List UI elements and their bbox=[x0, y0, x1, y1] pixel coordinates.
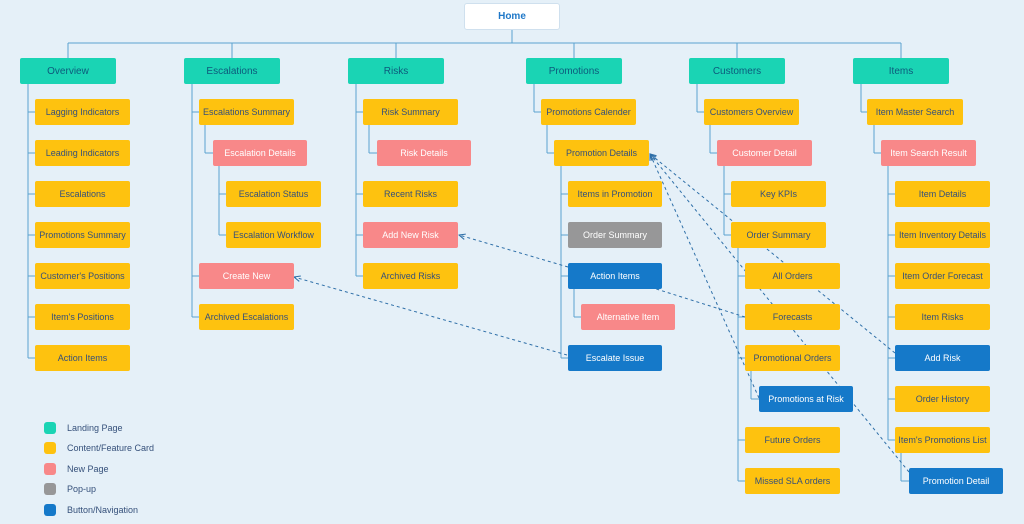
card-promotional-orders[interactable]: Promotional Orders bbox=[745, 345, 840, 371]
card-lagging-indicators[interactable]: Lagging Indicators bbox=[35, 99, 130, 125]
page-create-new[interactable]: Create New bbox=[199, 263, 294, 289]
card-item-master-search[interactable]: Item Master Search bbox=[867, 99, 963, 125]
card-key-kpis[interactable]: Key KPIs bbox=[731, 181, 826, 207]
home-node[interactable]: Home bbox=[464, 3, 560, 30]
card-promotion-details[interactable]: Promotion Details bbox=[554, 140, 649, 166]
page-escalation-details[interactable]: Escalation Details bbox=[213, 140, 307, 166]
legend-item: Button/Navigation bbox=[44, 503, 138, 517]
card-order-history[interactable]: Order History bbox=[895, 386, 990, 412]
button-promotions-at-risk[interactable]: Promotions at Risk bbox=[759, 386, 853, 412]
legend-swatch bbox=[44, 442, 56, 454]
card-recent-risks[interactable]: Recent Risks bbox=[363, 181, 458, 207]
card-customers-positions[interactable]: Customer's Positions bbox=[35, 263, 130, 289]
legend-label: Pop-up bbox=[67, 484, 97, 494]
legend-swatch bbox=[44, 504, 56, 516]
section-escalations[interactable]: Escalations bbox=[184, 58, 280, 84]
card-leading-indicators[interactable]: Leading Indicators bbox=[35, 140, 130, 166]
page-customer-detail[interactable]: Customer Detail bbox=[717, 140, 812, 166]
legend-item: Content/Feature Card bbox=[44, 441, 154, 455]
page-alternative-item[interactable]: Alternative Item bbox=[581, 304, 675, 330]
card-items-promotions-list[interactable]: Item's Promotions List bbox=[895, 427, 990, 453]
legend-item: Pop-up bbox=[44, 482, 96, 496]
card-items-in-promotion[interactable]: Items in Promotion bbox=[568, 181, 662, 207]
card-forecasts[interactable]: Forecasts bbox=[745, 304, 840, 330]
card-missed-sla-orders[interactable]: Missed SLA orders bbox=[745, 468, 840, 494]
page-risk-details[interactable]: Risk Details bbox=[377, 140, 471, 166]
legend-label: Content/Feature Card bbox=[67, 443, 155, 453]
legend-item: New Page bbox=[44, 462, 109, 476]
section-promotions[interactable]: Promotions bbox=[526, 58, 622, 84]
legend-swatch bbox=[44, 422, 56, 434]
legend-label: Landing Page bbox=[67, 423, 123, 433]
section-risks[interactable]: Risks bbox=[348, 58, 444, 84]
card-order-summary[interactable]: Order Summary bbox=[731, 222, 826, 248]
card-action-items[interactable]: Action Items bbox=[35, 345, 130, 371]
card-escalation-status[interactable]: Escalation Status bbox=[226, 181, 321, 207]
legend-label: New Page bbox=[67, 464, 109, 474]
card-all-orders[interactable]: All Orders bbox=[745, 263, 840, 289]
card-item-order-forecast[interactable]: Item Order Forecast bbox=[895, 263, 990, 289]
button-add-risk[interactable]: Add Risk bbox=[895, 345, 990, 371]
card-escalations[interactable]: Escalations bbox=[35, 181, 130, 207]
section-customers[interactable]: Customers bbox=[689, 58, 785, 84]
button-action-items[interactable]: Action Items bbox=[568, 263, 662, 289]
card-escalations-summary[interactable]: Escalations Summary bbox=[199, 99, 294, 125]
card-customers-overview[interactable]: Customers Overview bbox=[704, 99, 799, 125]
card-archived-risks[interactable]: Archived Risks bbox=[363, 263, 458, 289]
card-archived-escalations[interactable]: Archived Escalations bbox=[199, 304, 294, 330]
section-overview[interactable]: Overview bbox=[20, 58, 116, 84]
legend-item: Landing Page bbox=[44, 421, 123, 435]
legend-label: Button/Navigation bbox=[67, 505, 139, 515]
section-items[interactable]: Items bbox=[853, 58, 949, 84]
card-items-positions[interactable]: Item's Positions bbox=[35, 304, 130, 330]
page-item-search-result[interactable]: Item Search Result bbox=[881, 140, 976, 166]
card-escalation-workflow[interactable]: Escalation Workflow bbox=[226, 222, 321, 248]
card-risk-summary[interactable]: Risk Summary bbox=[363, 99, 458, 125]
button-escalate-issue[interactable]: Escalate Issue bbox=[568, 345, 662, 371]
page-add-new-risk[interactable]: Add New Risk bbox=[363, 222, 458, 248]
button-promotion-detail[interactable]: Promotion Detail bbox=[909, 468, 1003, 494]
card-future-orders[interactable]: Future Orders bbox=[745, 427, 840, 453]
legend-swatch bbox=[44, 483, 56, 495]
card-promotions-summary[interactable]: Promotions Summary bbox=[35, 222, 130, 248]
card-item-details[interactable]: Item Details bbox=[895, 181, 990, 207]
card-item-inventory-details[interactable]: Item Inventory Details bbox=[895, 222, 990, 248]
popup-order-summary[interactable]: Order Summary bbox=[568, 222, 662, 248]
legend-swatch bbox=[44, 463, 56, 475]
card-item-risks[interactable]: Item Risks bbox=[895, 304, 990, 330]
card-promotions-calender[interactable]: Promotions Calender bbox=[541, 99, 636, 125]
